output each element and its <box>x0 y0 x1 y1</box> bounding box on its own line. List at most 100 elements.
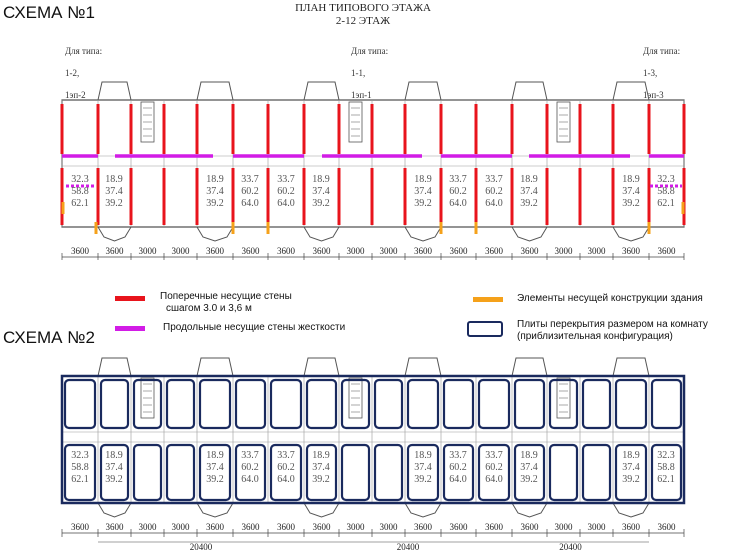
area-label-5-2: 39.2 <box>312 474 330 485</box>
bay-bottom-3 <box>404 226 442 242</box>
area-label-4-2: 64.0 <box>277 198 295 209</box>
area-label-11-1: 58.8 <box>657 462 675 473</box>
floor-slab-5 <box>132 443 163 502</box>
stair-core-2 <box>556 377 571 419</box>
bay-bottom-3 <box>404 502 442 518</box>
floor-slab-14 <box>305 378 338 430</box>
dimension-total-2: 20400 <box>559 542 582 552</box>
area-label-4-1: 60.2 <box>277 186 295 197</box>
bay-top-3 <box>404 357 442 377</box>
type-label-middle-l2: 1-1, <box>351 68 366 78</box>
bay-top-1 <box>196 357 234 377</box>
dimension-span-13: 3600 <box>521 522 540 532</box>
bay-top-5 <box>612 357 650 377</box>
area-label-7-1: 60.2 <box>449 186 467 197</box>
area-label-5-1: 37.4 <box>312 462 330 473</box>
bay-bottom-2 <box>303 502 340 518</box>
type-label-left-l3: 1эп-2 <box>65 90 86 100</box>
area-label-7-2: 64.0 <box>449 474 467 485</box>
area-label-4-2: 64.0 <box>277 474 295 485</box>
area-label-11-2: 62.1 <box>657 474 675 485</box>
dimension-span-17: 3600 <box>658 522 677 532</box>
legend-slabs-note: (приблизительная конфигурация) <box>517 331 673 342</box>
dimension-span-12: 3600 <box>485 522 504 532</box>
area-label-11-0: 32.3 <box>657 174 675 185</box>
dimension-span-8: 3000 <box>347 522 366 532</box>
area-label-9-1: 37.4 <box>520 186 538 197</box>
bay-top-1 <box>196 81 234 101</box>
dimension-span-14: 3000 <box>555 522 574 532</box>
area-label-11-2: 62.1 <box>657 198 675 209</box>
area-label-1-1: 37.4 <box>105 462 123 473</box>
area-label-0-1: 58.8 <box>71 186 89 197</box>
area-label-3-2: 64.0 <box>241 198 259 209</box>
dimension-span-10: 3600 <box>414 522 433 532</box>
area-label-8-2: 64.0 <box>485 474 503 485</box>
type-label-middle-l1: Для типа: <box>351 46 389 56</box>
bay-top-2 <box>303 81 340 101</box>
floor-slab-0 <box>63 378 97 430</box>
area-label-10-1: 37.4 <box>622 186 640 197</box>
floor-slab-34 <box>650 378 683 430</box>
bay-bottom-4 <box>511 226 548 242</box>
area-label-11-0: 32.3 <box>657 450 675 461</box>
floor-slab-16 <box>340 378 371 430</box>
dimension-span-13: 3600 <box>521 246 540 256</box>
bay-top-2 <box>303 357 340 377</box>
area-label-10-0: 18.9 <box>622 174 640 185</box>
floor-slab-1 <box>63 443 97 502</box>
bay-bottom-1 <box>196 226 234 242</box>
structural-element-3 <box>266 222 270 234</box>
floor-slab-31 <box>581 443 612 502</box>
floor-plan-scheme-1: 32.358.862.118.937.439.218.937.439.233.7… <box>60 81 686 260</box>
schema-1-title: СХЕМА №1 <box>3 3 95 22</box>
area-label-11-1: 58.8 <box>657 186 675 197</box>
floor-slab-11 <box>234 443 267 502</box>
floor-slab-25 <box>477 443 511 502</box>
bay-bottom-0 <box>97 226 132 242</box>
floor-slab-18 <box>373 378 404 430</box>
area-label-1-0: 18.9 <box>105 450 123 461</box>
area-label-10-2: 39.2 <box>622 474 640 485</box>
bay-top-0 <box>97 81 132 101</box>
area-label-2-2: 39.2 <box>206 474 224 485</box>
legend-long-walls-label: Продольные несущие стены жесткости <box>163 322 346 333</box>
stair-core-0 <box>140 101 155 143</box>
plan-floors-line: 2-12 ЭТАЖ <box>335 15 391 27</box>
dimension-span-9: 3000 <box>380 246 399 256</box>
floor-slab-15 <box>305 443 338 502</box>
floor-slab-8 <box>198 378 232 430</box>
dimension-span-15: 3000 <box>588 246 607 256</box>
area-label-6-0: 18.9 <box>414 174 432 185</box>
type-label-right-l1: Для типа: <box>643 46 681 56</box>
area-label-8-0: 33.7 <box>485 174 503 185</box>
structural-element-2 <box>231 222 235 234</box>
floor-slab-6 <box>165 378 196 430</box>
area-label-9-0: 18.9 <box>520 174 538 185</box>
floor-slab-2 <box>99 378 130 430</box>
dimension-span-5: 3600 <box>242 246 261 256</box>
floor-slab-29 <box>548 443 579 502</box>
bay-top-0 <box>97 357 132 377</box>
dimension-span-1: 3600 <box>106 246 125 256</box>
legend-slabs-swatch <box>467 321 503 337</box>
stair-core-0 <box>140 377 155 419</box>
floor-slab-30 <box>581 378 612 430</box>
dimension-span-4: 3600 <box>206 522 225 532</box>
type-label-left: Для типа: 1-2, 1эп-2 <box>65 35 102 112</box>
dimension-span-11: 3600 <box>450 246 469 256</box>
area-label-1-2: 39.2 <box>105 198 123 209</box>
dimension-span-6: 3600 <box>277 246 296 256</box>
type-label-middle: Для типа: 1-1, 1эп-1 <box>351 35 388 112</box>
legend-long-walls-swatch <box>115 326 145 331</box>
area-label-5-2: 39.2 <box>312 198 330 209</box>
area-label-10-2: 39.2 <box>622 198 640 209</box>
area-label-10-0: 18.9 <box>622 450 640 461</box>
floor-slab-4 <box>132 378 163 430</box>
area-label-3-1: 60.2 <box>241 462 259 473</box>
dimension-span-2: 3000 <box>139 522 158 532</box>
dimension-span-7: 3600 <box>313 246 332 256</box>
dimension-span-1: 3600 <box>106 522 125 532</box>
area-label-6-2: 39.2 <box>414 198 432 209</box>
legend-cross-walls-step: сшагом 3.0 и 3,6 м <box>166 303 252 314</box>
